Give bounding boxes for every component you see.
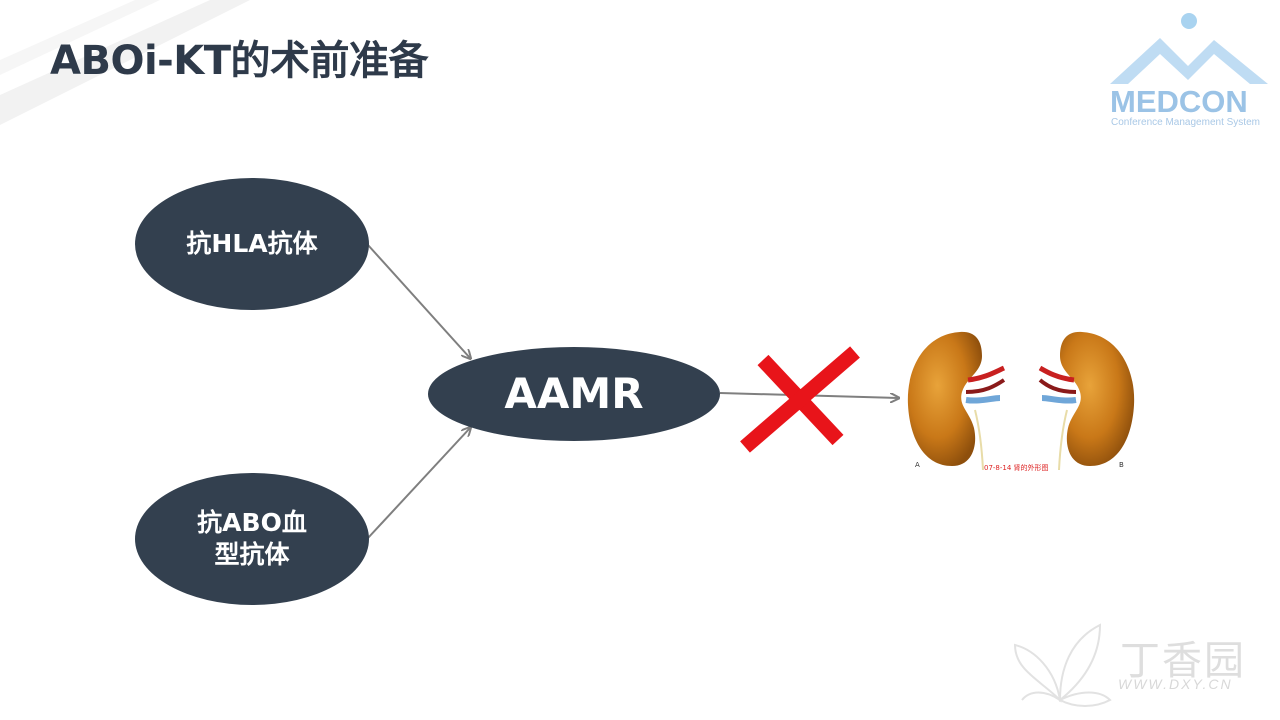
page-title: ABOi-KT的术前准备 xyxy=(50,38,429,84)
kidney-illustration xyxy=(904,327,1136,475)
abo-text-line2: 型抗体 xyxy=(214,540,290,569)
node-abo-label: 抗ABO血 型抗体 xyxy=(135,503,369,575)
node-hla-antibody xyxy=(135,178,369,310)
red-cross-icon xyxy=(740,346,860,453)
aamr-text: AAMR xyxy=(504,368,644,418)
arrow-abo-to-aamr xyxy=(367,428,470,539)
kidney-label-a: A xyxy=(915,461,920,469)
node-aamr-label: AAMR xyxy=(428,364,720,424)
node-abo-antibody xyxy=(135,473,369,605)
node-aamr xyxy=(428,347,720,441)
watermark-cn: 丁香园 xyxy=(1120,638,1246,684)
logo-subtitle: Conference Management System xyxy=(1111,117,1260,128)
logo-name: MEDCON xyxy=(1110,84,1248,119)
hla-text: 抗HLA抗体 xyxy=(186,228,318,258)
watermark-url: WWW.DXY.CN xyxy=(1118,676,1233,692)
node-hla-label: 抗HLA抗体 xyxy=(135,215,369,273)
kidney-caption: 07-8-14 肾的外形图 xyxy=(984,464,1049,472)
watermark-flower-icon xyxy=(1013,623,1112,707)
kidney-label-b: B xyxy=(1119,461,1124,469)
arrow-hla-to-aamr xyxy=(367,244,470,358)
abo-text-line1: 抗ABO血 xyxy=(197,507,307,537)
medcon-logo-icon xyxy=(1110,13,1268,84)
